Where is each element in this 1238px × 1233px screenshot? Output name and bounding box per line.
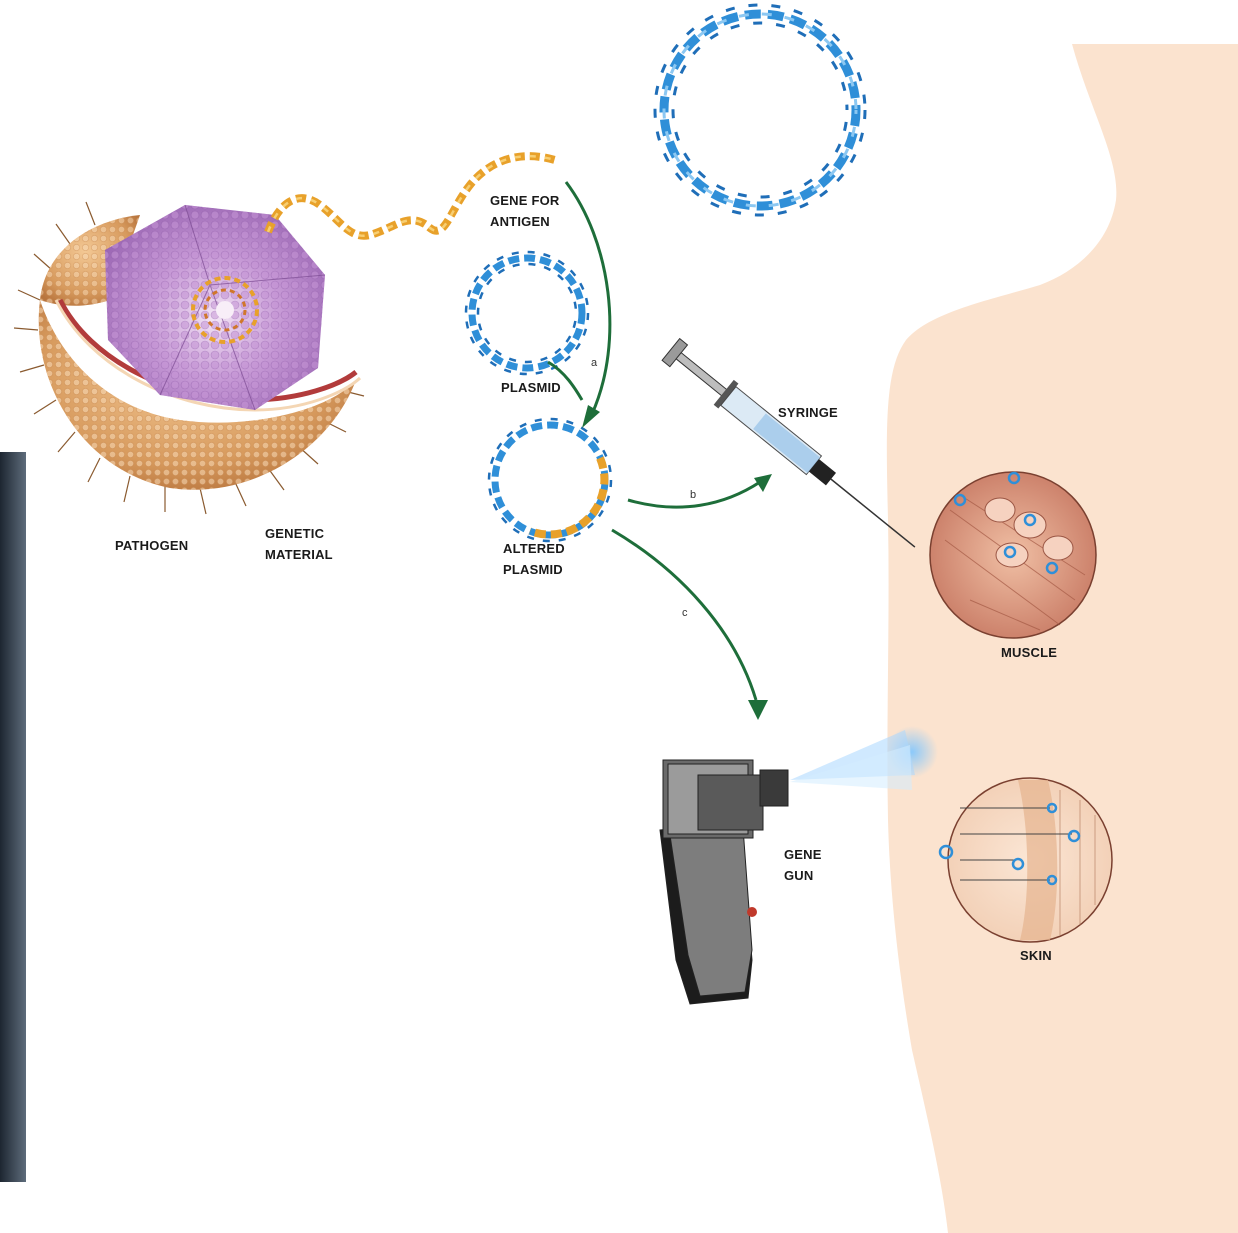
altered-plasmid-ring <box>489 419 611 541</box>
human-body-silhouette <box>887 44 1238 1233</box>
label-altered-plasmid-line2: PLASMID <box>503 562 563 577</box>
label-skin: SKIN <box>1020 948 1052 963</box>
process-arrows <box>548 182 772 720</box>
label-genetic-material-line2: MATERIAL <box>265 547 333 562</box>
label-gene-gun-line1: GENE <box>784 847 822 862</box>
step-b-label: b <box>690 489 696 501</box>
label-gene-for-antigen-line2: ANTIGEN <box>490 214 550 229</box>
label-pathogen: PATHOGEN <box>115 538 188 553</box>
label-muscle: MUSCLE <box>1001 645 1057 660</box>
label-gene-gun-line2: GUN <box>784 868 814 883</box>
muscle-inset <box>930 472 1096 638</box>
pathogen-illustration <box>14 202 364 514</box>
background-photo-fragment <box>0 452 26 1182</box>
plasmid-ring-small <box>466 252 588 374</box>
gene-gun-illustration <box>660 760 788 1004</box>
step-c-label: c <box>682 607 688 619</box>
label-syringe: SYRINGE <box>778 405 838 420</box>
syringe-illustration <box>661 337 925 559</box>
label-plasmid: PLASMID <box>501 380 561 395</box>
plasmid-ring-large <box>655 5 865 215</box>
label-altered-plasmid-line1: ALTERED <box>503 541 565 556</box>
label-genetic-material-line1: GENETIC <box>265 526 325 541</box>
step-a-label: a <box>591 357 598 369</box>
label-gene-for-antigen-line1: GENE FOR <box>490 193 560 208</box>
